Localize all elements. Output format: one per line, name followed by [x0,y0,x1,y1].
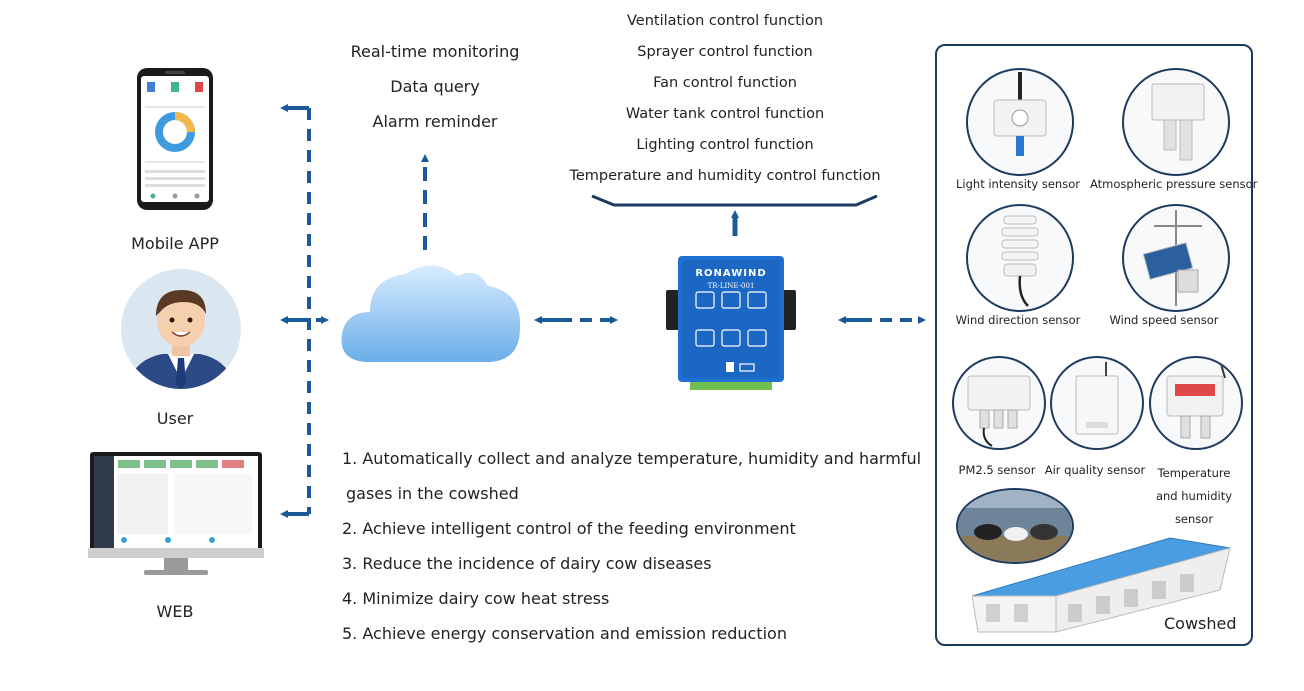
temp-humidity-sensor-label: Temperature and humidity sensor [1134,462,1254,531]
wind-direction-sensor-label: Wind direction sensor [955,313,1081,327]
service-realtime-monitoring: Real-time monitoring [350,42,520,61]
pm25-sensor-image [952,356,1046,450]
control-functions-list: Ventilation control function Sprayer con… [560,6,890,192]
pressure-sensor-image [1122,68,1230,176]
web-label: WEB [156,602,194,621]
function-temp-humidity: Temperature and humidity control functio… [569,168,881,184]
temp-humidity-label-line-3: sensor [1174,512,1214,526]
control-device: RONAWIND TR-LINE-001 [666,252,796,392]
air-quality-sensor-label: Air quality sensor [1044,463,1146,477]
function-lighting: Lighting control function [636,137,814,153]
benefit-4: 4. Minimize dairy cow heat stress [342,589,610,608]
benefit-5: 5. Achieve energy conservation and emiss… [342,624,787,643]
function-sprayer: Sprayer control function [637,44,813,60]
temp-humidity-label-line-1: Temperature [1157,466,1231,480]
cloud-services-list: Real-time monitoring Data query Alarm re… [330,34,540,139]
functions-bracket [591,194,878,207]
cowshed-label: Cowshed [1164,614,1237,633]
service-alarm-reminder: Alarm reminder [372,112,498,131]
web-monitor-image [88,452,264,575]
cowshed-interior-image [956,488,1074,564]
benefit-1: 1. Automatically collect and analyze tem… [342,449,922,468]
wind-speed-sensor-image [1122,204,1230,312]
device-body [666,256,796,390]
mobile-phone-image [137,68,213,210]
benefit-3: 3. Reduce the incidence of dairy cow dis… [342,554,712,573]
user-avatar [121,269,241,389]
air-quality-sensor-image [1050,356,1144,450]
function-ventilation: Ventilation control function [626,13,824,29]
wind-speed-sensor-label: Wind speed sensor [1109,313,1219,327]
service-data-query: Data query [390,77,480,96]
benefits-list: 1. Automatically collect and analyze tem… [342,441,932,651]
device-brand: RONAWIND [695,268,767,279]
function-water-tank: Water tank control function [625,106,825,122]
light-sensor-label: Light intensity sensor [956,177,1080,191]
mobile-app-label: Mobile APP [131,234,219,253]
user-label: User [156,409,194,428]
benefit-2: 2. Achieve intelligent control of the fe… [342,519,796,538]
light-sensor-image [966,68,1074,176]
cloud-icon [341,265,521,362]
cowshed-building-image [972,537,1231,633]
temp-humidity-sensor-image [1149,356,1243,450]
temp-humidity-label-line-2: and humidity [1155,489,1233,503]
pm25-sensor-label: PM2.5 sensor [958,463,1036,477]
device-model: TR-LINE-001 [707,282,755,290]
benefit-1-continued: gases in the cowshed [346,484,519,503]
pressure-sensor-label: Atmospheric pressure sensor [1090,177,1258,191]
wind-direction-sensor-image [966,204,1074,312]
sensor-panel [935,44,1253,646]
function-fan: Fan control function [653,75,797,91]
